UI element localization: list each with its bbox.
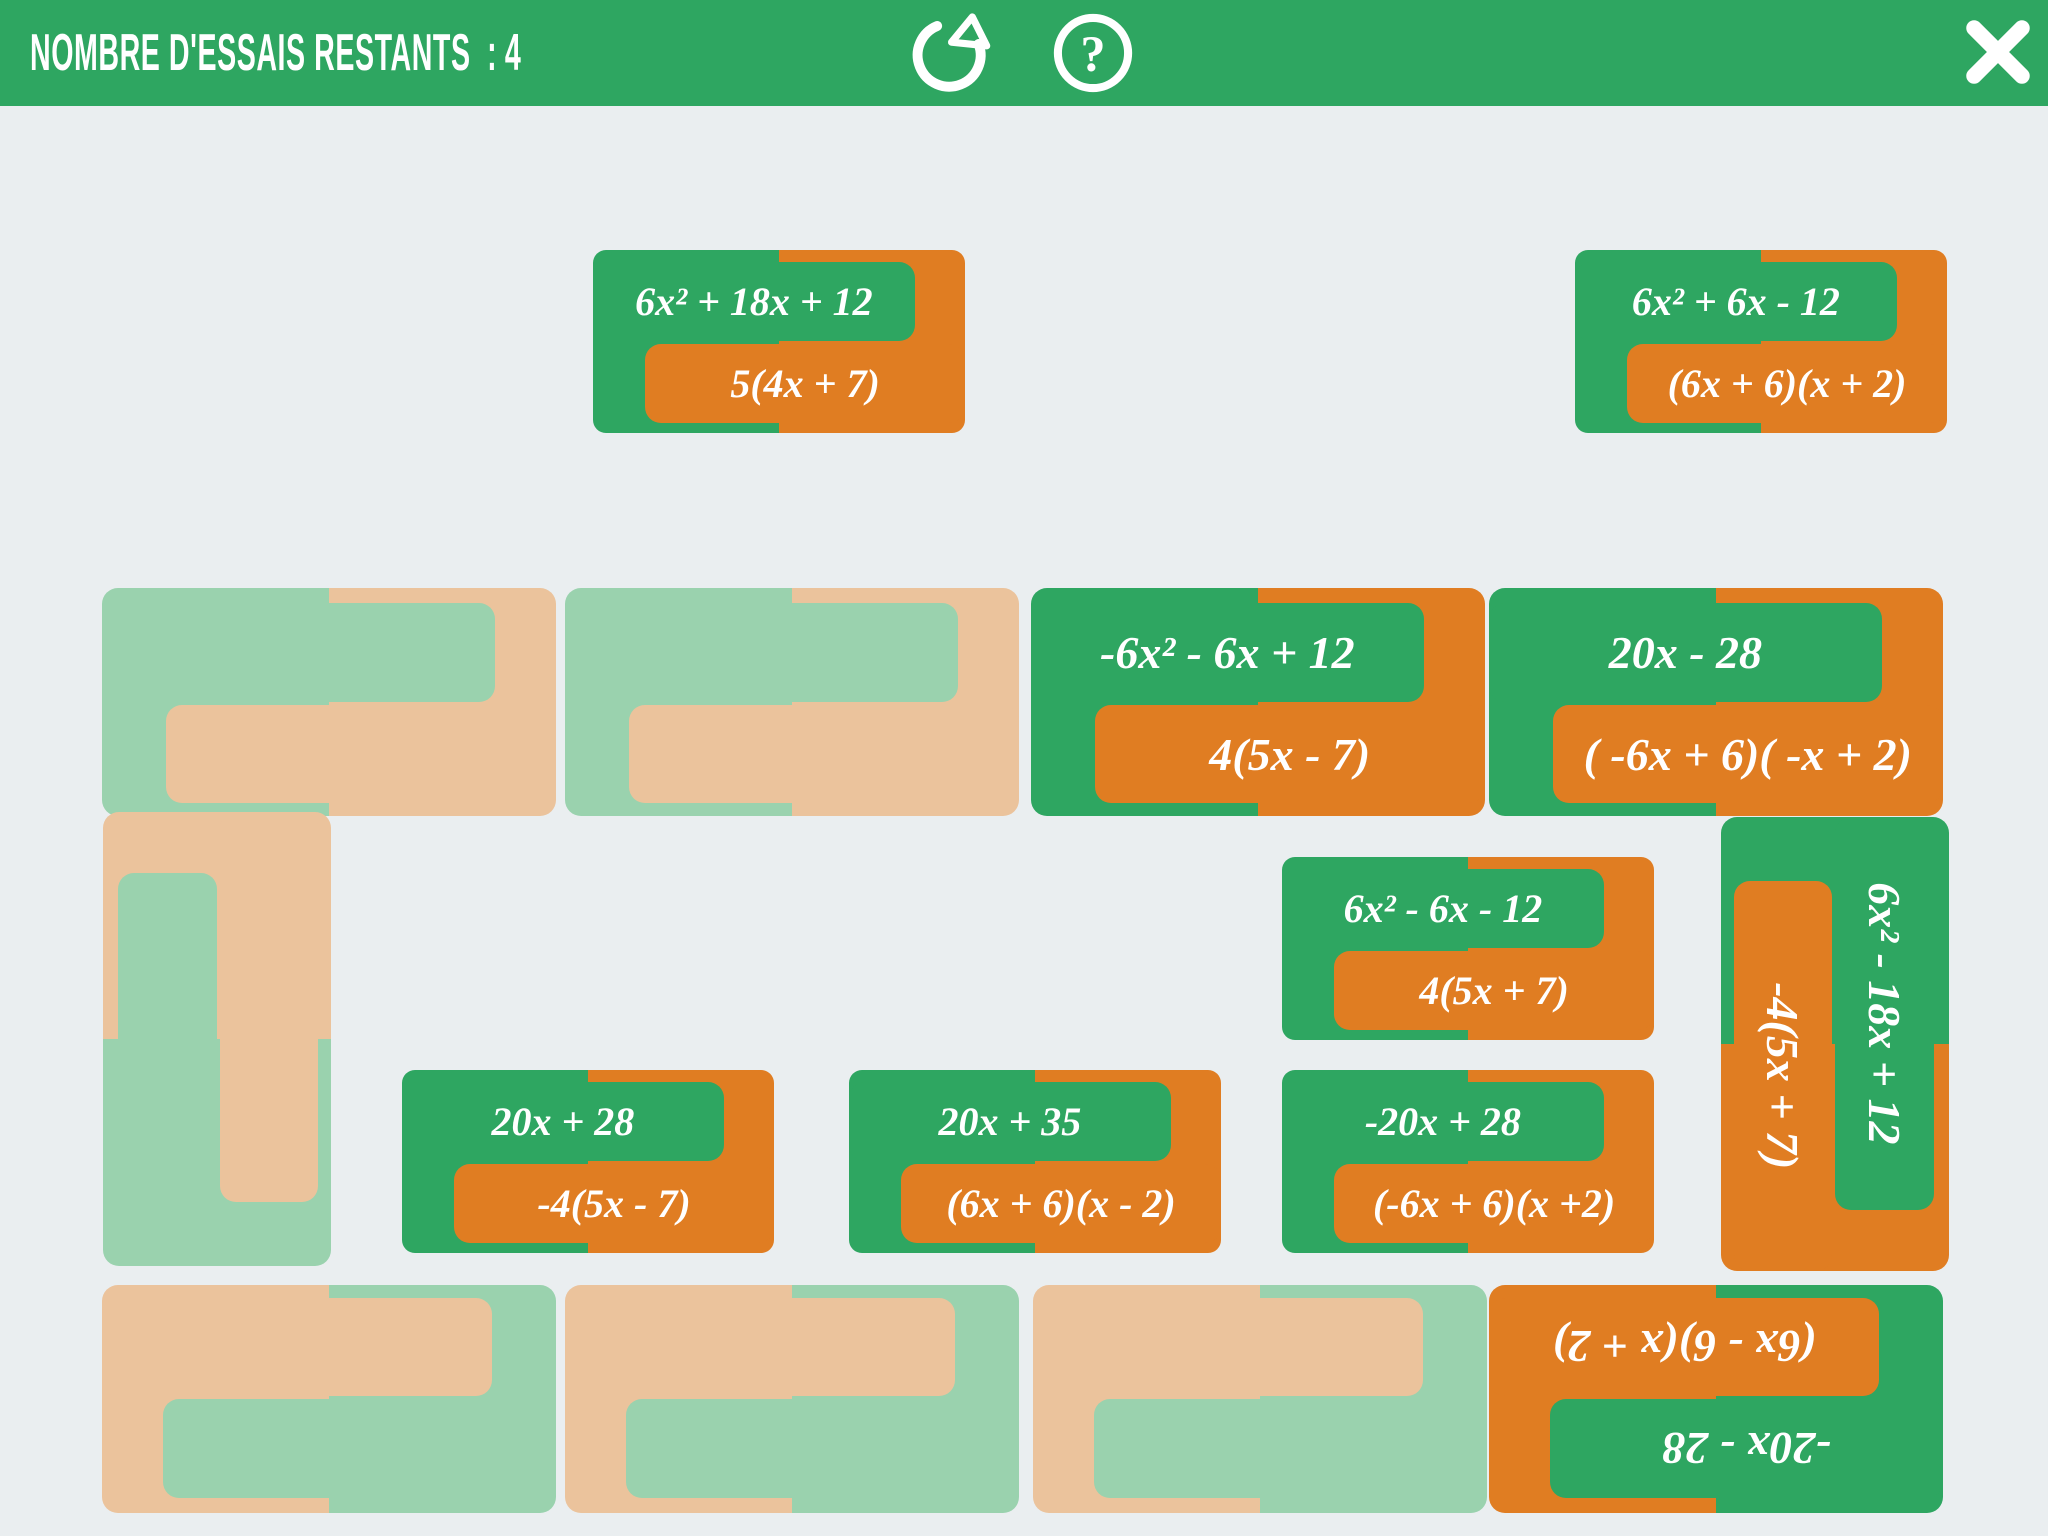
domino-tile-hand-6[interactable]: -20x + 28 (-6x + 6)(x +2) xyxy=(1282,1070,1654,1253)
factored-expression: 4(5x - 7) xyxy=(1209,728,1371,780)
expanded-expression: 20x + 35 xyxy=(938,1099,1082,1145)
empty-slot[interactable] xyxy=(565,588,1019,816)
factored-expression: 5(4x + 7) xyxy=(730,361,880,407)
expanded-expression: 6x² + 6x - 12 xyxy=(1631,279,1840,325)
tile-orange-inner: 4(5x + 7) xyxy=(1334,951,1654,1030)
tile-green-inner: 20x + 28 xyxy=(402,1081,724,1162)
expanded-expression: -20x + 28 xyxy=(1364,1099,1521,1145)
factored-expression: -4(5x + 7) xyxy=(1757,982,1809,1170)
tile-green-inner: -6x² - 6x + 12 xyxy=(1031,602,1424,702)
domino-tile-hand-1[interactable]: 6x² + 18x + 12 5(4x + 7) xyxy=(593,250,965,433)
expanded-expression: -20x - 28 xyxy=(1662,1423,1831,1475)
slot-tan-inner xyxy=(628,705,1019,804)
tile-orange-inner: (6x + 6)(x + 2) xyxy=(1627,344,1947,423)
tile-green-inner: 6x² - 6x - 12 xyxy=(1282,868,1604,949)
tile-green-inner: -20x - 28 xyxy=(1550,1399,1943,1499)
restart-icon xyxy=(912,13,991,92)
tile-orange-inner: -4(5x - 7) xyxy=(454,1164,774,1243)
top-bar: NOMBRE D'ESSAIS RESTANTS:4 ? xyxy=(0,0,2048,106)
empty-slot[interactable] xyxy=(1033,1285,1487,1513)
help-button[interactable]: ? xyxy=(1048,8,1138,98)
expanded-expression: 6x² + 18x + 12 xyxy=(635,279,873,325)
tile-orange-inner: ( -6x + 6)( -x + 2) xyxy=(1552,705,1943,804)
factored-expression: 4(5x + 7) xyxy=(1419,968,1569,1014)
slot-tan-inner xyxy=(220,812,319,1203)
tile-green-inner: 6x² - 18x + 12 xyxy=(1835,817,1935,1210)
restart-button[interactable] xyxy=(903,8,993,98)
factored-expression: (6x + 6)(x + 2) xyxy=(1667,361,1907,407)
expanded-expression: 20x + 28 xyxy=(491,1099,635,1145)
empty-slot[interactable] xyxy=(102,588,556,816)
domino-tile-board-2[interactable]: 20x - 28 ( -6x + 6)( -x + 2) xyxy=(1489,588,1943,816)
empty-slot[interactable] xyxy=(565,1285,1019,1513)
factored-expression: (-6x + 6)(x +2) xyxy=(1372,1181,1616,1227)
slot-green-inner xyxy=(117,873,217,1266)
slot-tan-inner xyxy=(565,1297,956,1396)
domino-tile-hand-4[interactable]: 20x + 28 -4(5x - 7) xyxy=(402,1070,774,1253)
tile-orange-inner: (6x + 6)(x - 2) xyxy=(901,1164,1221,1243)
factored-expression: -4(5x - 7) xyxy=(537,1181,691,1227)
slot-tan-inner xyxy=(1033,1297,1424,1396)
domino-tile-board-1[interactable]: -6x² - 6x + 12 4(5x - 7) xyxy=(1031,588,1485,816)
close-button[interactable] xyxy=(1952,6,2044,98)
factored-expression: ( -6x + 6)( -x + 2) xyxy=(1583,728,1912,780)
domino-tile-board-vertical[interactable]: 6x² - 18x + 12 -4(5x + 7) xyxy=(1721,817,1949,1271)
slot-green-inner xyxy=(626,1399,1019,1499)
slot-tan-inner xyxy=(102,1297,493,1396)
attempts-label: NOMBRE D'ESSAIS RESTANTS xyxy=(30,24,471,82)
slot-green-inner xyxy=(163,1399,556,1499)
attempts-count: 4 xyxy=(504,24,522,82)
domino-tile-hand-2[interactable]: 6x² + 6x - 12 (6x + 6)(x + 2) xyxy=(1575,250,1947,433)
tile-orange-inner: (-6x + 6)(x +2) xyxy=(1334,1164,1654,1243)
factored-expression: (6x + 6)(x - 2) xyxy=(946,1181,1176,1227)
tile-green-inner: 6x² + 6x - 12 xyxy=(1575,261,1897,342)
domino-tile-hand-3[interactable]: 6x² - 6x - 12 4(5x + 7) xyxy=(1282,857,1654,1040)
attempts-counter: NOMBRE D'ESSAIS RESTANTS:4 xyxy=(30,0,923,106)
factored-expression: (6x - 6)(x + 2) xyxy=(1552,1321,1817,1373)
slot-green-inner xyxy=(565,602,958,702)
slot-tan-inner xyxy=(165,705,556,804)
tile-orange-inner: 4(5x - 7) xyxy=(1094,705,1485,804)
empty-slot[interactable] xyxy=(102,1285,556,1513)
tile-green-inner: -20x + 28 xyxy=(1282,1081,1604,1162)
domino-tile-hand-5[interactable]: 20x + 35 (6x + 6)(x - 2) xyxy=(849,1070,1221,1253)
tile-orange-inner: -4(5x + 7) xyxy=(1733,880,1832,1271)
expanded-expression: 6x² - 18x + 12 xyxy=(1859,882,1911,1145)
domino-tile-board-rotated[interactable]: -20x - 28 (6x - 6)(x + 2) xyxy=(1489,1285,1943,1513)
tile-orange-inner: (6x - 6)(x + 2) xyxy=(1489,1297,1880,1396)
attempts-separator: : xyxy=(487,24,498,82)
expanded-expression: -6x² - 6x + 12 xyxy=(1100,626,1355,678)
empty-slot-vertical[interactable] xyxy=(103,812,331,1266)
help-icon: ? xyxy=(1053,13,1133,93)
svg-text:?: ? xyxy=(1080,26,1105,82)
tile-green-inner: 20x - 28 xyxy=(1489,602,1882,702)
expanded-expression: 20x - 28 xyxy=(1608,626,1763,678)
slot-green-inner xyxy=(102,602,495,702)
expanded-expression: 6x² - 6x - 12 xyxy=(1343,886,1543,932)
tile-orange-inner: 5(4x + 7) xyxy=(645,344,965,423)
close-icon xyxy=(1966,20,2030,84)
tile-green-inner: 6x² + 18x + 12 xyxy=(593,261,915,342)
tile-green-inner: 20x + 35 xyxy=(849,1081,1171,1162)
slot-green-inner xyxy=(1094,1399,1487,1499)
